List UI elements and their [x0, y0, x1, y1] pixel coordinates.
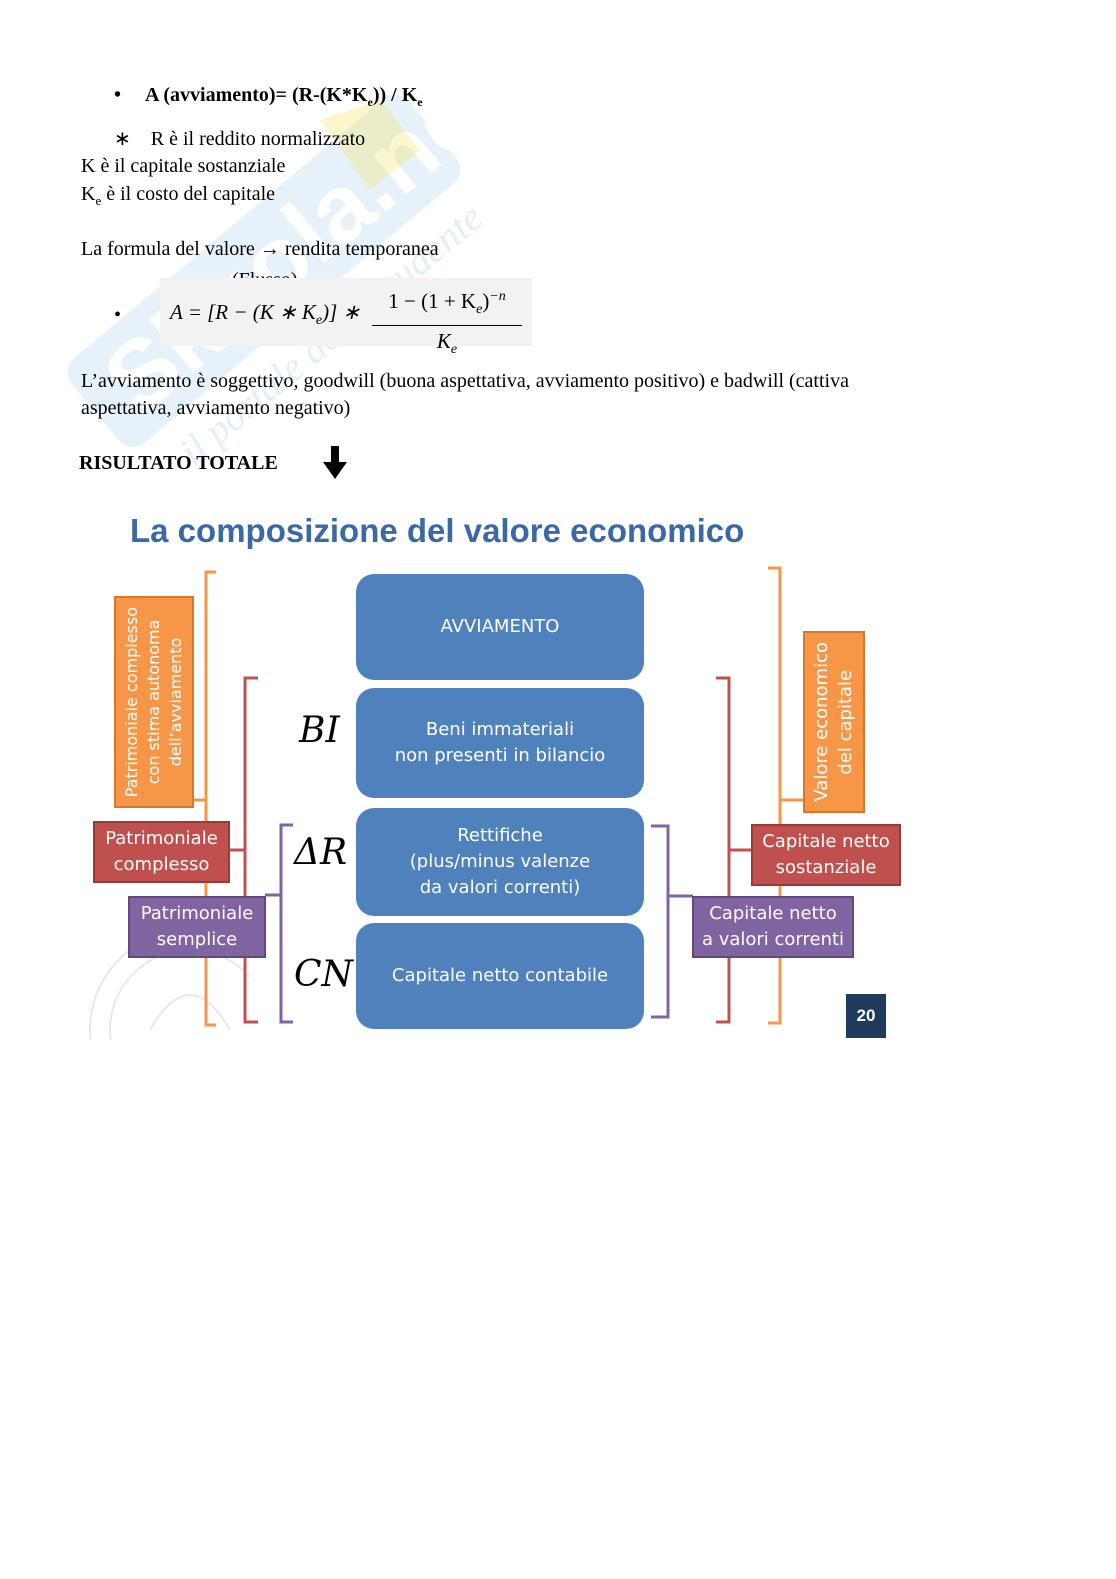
label-capitale-netto-sostanziale: Capitale netto sostanziale: [751, 824, 901, 886]
fraction-bar: [372, 325, 522, 327]
math-formula-box: [160, 278, 532, 346]
symbol-cn: CN: [294, 954, 354, 995]
left-purple-bracket: [279, 823, 293, 1024]
definition-k: K è il capitale sostanziale: [81, 155, 286, 177]
down-arrow-icon: [323, 446, 347, 479]
bullet-formula: •A (avviamento)= (R-(K*Ke)) / Ke: [114, 84, 423, 109]
left-red-bracket: [243, 676, 258, 1024]
paragraph-line-2: aspettativa, avviamento negativo): [81, 397, 351, 419]
math-numerator: 1 − (1 + Ke)−n: [388, 289, 506, 318]
definition-r: ∗R è il reddito normalizzato: [114, 128, 366, 150]
definition-ke: Ke è il costo del capitale: [81, 183, 276, 208]
asterisk-bullet: ∗: [114, 128, 131, 150]
symbol-delta-r: ΔR: [294, 832, 348, 873]
block-beni-immateriali: Beni immateriali non presenti in bilanci…: [356, 688, 644, 798]
math-fraction: 1 − (1 + Ke)−n Ke: [372, 284, 522, 363]
right-arrow-icon: →: [259, 238, 280, 260]
right-red-bracket: [716, 676, 731, 1024]
label-valore-economico-capitale: Valore economico del capitale: [803, 631, 865, 813]
math-denominator: Ke: [436, 329, 458, 358]
math-bullet: •: [114, 304, 122, 326]
slide-page-number: 20: [846, 994, 886, 1038]
paragraph-line-1: L’avviamento è soggettivo, goodwill (buo…: [81, 370, 849, 392]
slide-title: La composizione del valore economico: [130, 512, 745, 549]
math-lhs: A = [R − (K ∗ Ke)] ∗: [170, 300, 361, 329]
diagram-brackets: [193, 566, 803, 1027]
right-orange-bracket: [768, 566, 782, 1025]
bullet-dot: •: [114, 84, 122, 106]
block-capitale-netto-contabile: Capitale netto contabile: [356, 923, 644, 1029]
label-patrimoniale-complesso-avviamento: Patrimoniale complesso con stima autonom…: [114, 596, 194, 808]
label-patrimoniale-semplice: Patrimoniale semplice: [128, 896, 266, 958]
label-capitale-netto-valori-correnti: Capitale netto a valori correnti: [692, 896, 854, 958]
symbol-bi: BI: [299, 710, 340, 751]
label-patrimoniale-complesso: Patrimoniale complesso: [93, 821, 230, 883]
block-rettifiche: Rettifiche (plus/minus valenze da valori…: [356, 808, 644, 916]
formula-value-line: La formula del valore → rendita temporan…: [81, 238, 439, 260]
block-avviamento: AVVIAMENTO: [356, 574, 644, 680]
risultato-totale-heading: RISULTATO TOTALE: [79, 452, 278, 474]
right-purple-bracket: [651, 824, 670, 1019]
